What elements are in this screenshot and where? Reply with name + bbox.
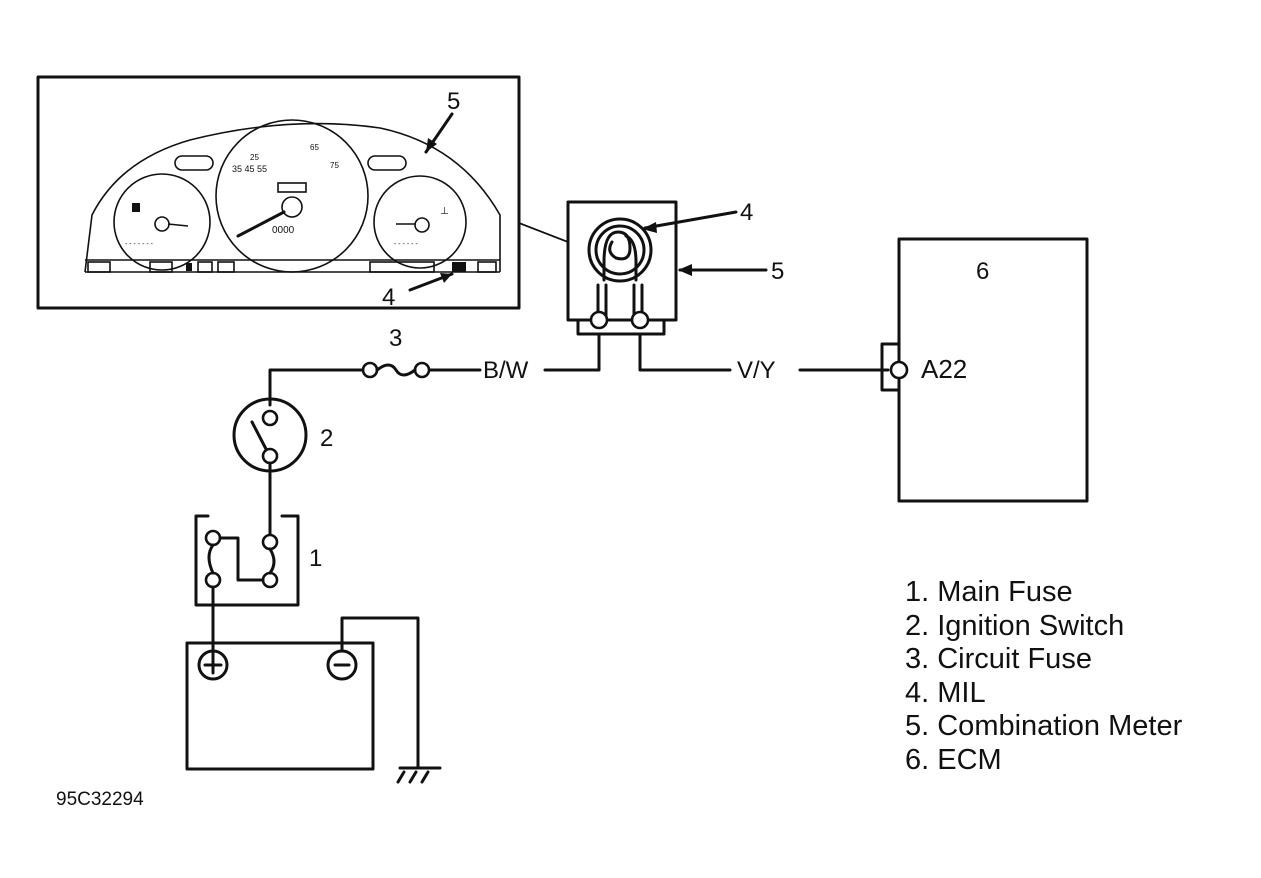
leader-meter-mil — [643, 210, 738, 230]
legend-item-4: 4. MIL — [905, 677, 986, 709]
battery-body — [185, 641, 375, 771]
svg-text:35 45 55: 35 45 55 — [232, 164, 267, 174]
wire-bw — [543, 332, 601, 372]
indicator-lamp-left — [174, 155, 214, 171]
cluster-inset-frame — [36, 75, 521, 310]
svg-text:65: 65 — [310, 143, 319, 152]
svg-text:- - - - - -: - - - - - - — [394, 241, 418, 248]
wire-vy-label: V/Y — [737, 357, 776, 384]
ignition-switch — [232, 397, 308, 473]
mil-bulb — [587, 217, 653, 318]
ecm: 6 A22 — [880, 237, 1089, 503]
wire-bw-label: B/W — [483, 357, 529, 384]
legend-item-5: 5. Combination Meter — [905, 710, 1183, 742]
wires: 3 B/W V/Y 2 1 — [185, 325, 890, 784]
cluster-label-5: 5 — [447, 88, 460, 115]
speedometer-gauge: 35 45 55 25 65 75 0000 — [215, 119, 369, 273]
legend: 1. Main Fuse 2. Ignition Switch 3. Circu… — [905, 576, 1183, 776]
cluster-outline — [84, 122, 501, 273]
ecm-label: 6 — [976, 258, 989, 285]
indicator-lamp-right — [367, 155, 407, 171]
battery — [185, 641, 375, 771]
wire-vy — [638, 332, 732, 372]
ignition-switch-label: 2 — [320, 425, 333, 452]
combination-meter: 4 5 — [566, 199, 784, 336]
legend-item-3: 3. Circuit Fuse — [905, 643, 1092, 675]
circuit-fuse — [361, 361, 431, 379]
legend-item-6: 6. ECM — [905, 744, 1002, 776]
meter-terminal-left — [589, 310, 609, 330]
meter-label-4: 4 — [740, 199, 753, 226]
cluster-inset: - - - - - - - 35 45 55 25 65 75 0000 ⊥ -… — [36, 75, 569, 311]
svg-text:75: 75 — [330, 161, 339, 170]
svg-text:⊥: ⊥ — [440, 206, 449, 217]
circuit-fuse-label: 3 — [389, 325, 402, 352]
left-gauge: - - - - - - - — [113, 173, 211, 271]
right-gauge: ⊥ - - - - - - — [373, 175, 467, 269]
legend-item-2: 2. Ignition Switch — [905, 610, 1124, 642]
cluster-label-4: 4 — [382, 284, 395, 311]
legend-item-1: 1. Main Fuse — [905, 576, 1073, 608]
ecm-terminal-a22 — [889, 360, 909, 380]
figure-code: 95C32294 — [56, 789, 144, 810]
meter-label-5: 5 — [771, 258, 784, 285]
main-fuse — [194, 514, 300, 607]
meter-connector — [576, 318, 666, 336]
main-fuse-label: 1 — [309, 545, 322, 572]
ground-wire — [340, 616, 420, 770]
svg-text:25: 25 — [250, 153, 259, 162]
mil-lamp-in-cluster — [452, 262, 466, 272]
svg-text:0000: 0000 — [272, 225, 295, 236]
meter-terminal-right — [630, 310, 650, 330]
warning-lamps-row — [87, 261, 497, 273]
callout-line-bottom — [518, 222, 569, 243]
ecm-terminal-label: A22 — [921, 354, 967, 384]
svg-text:- - - - - - -: - - - - - - - — [125, 241, 154, 248]
battery-positive-icon — [197, 649, 229, 681]
ground-icon — [396, 766, 442, 784]
